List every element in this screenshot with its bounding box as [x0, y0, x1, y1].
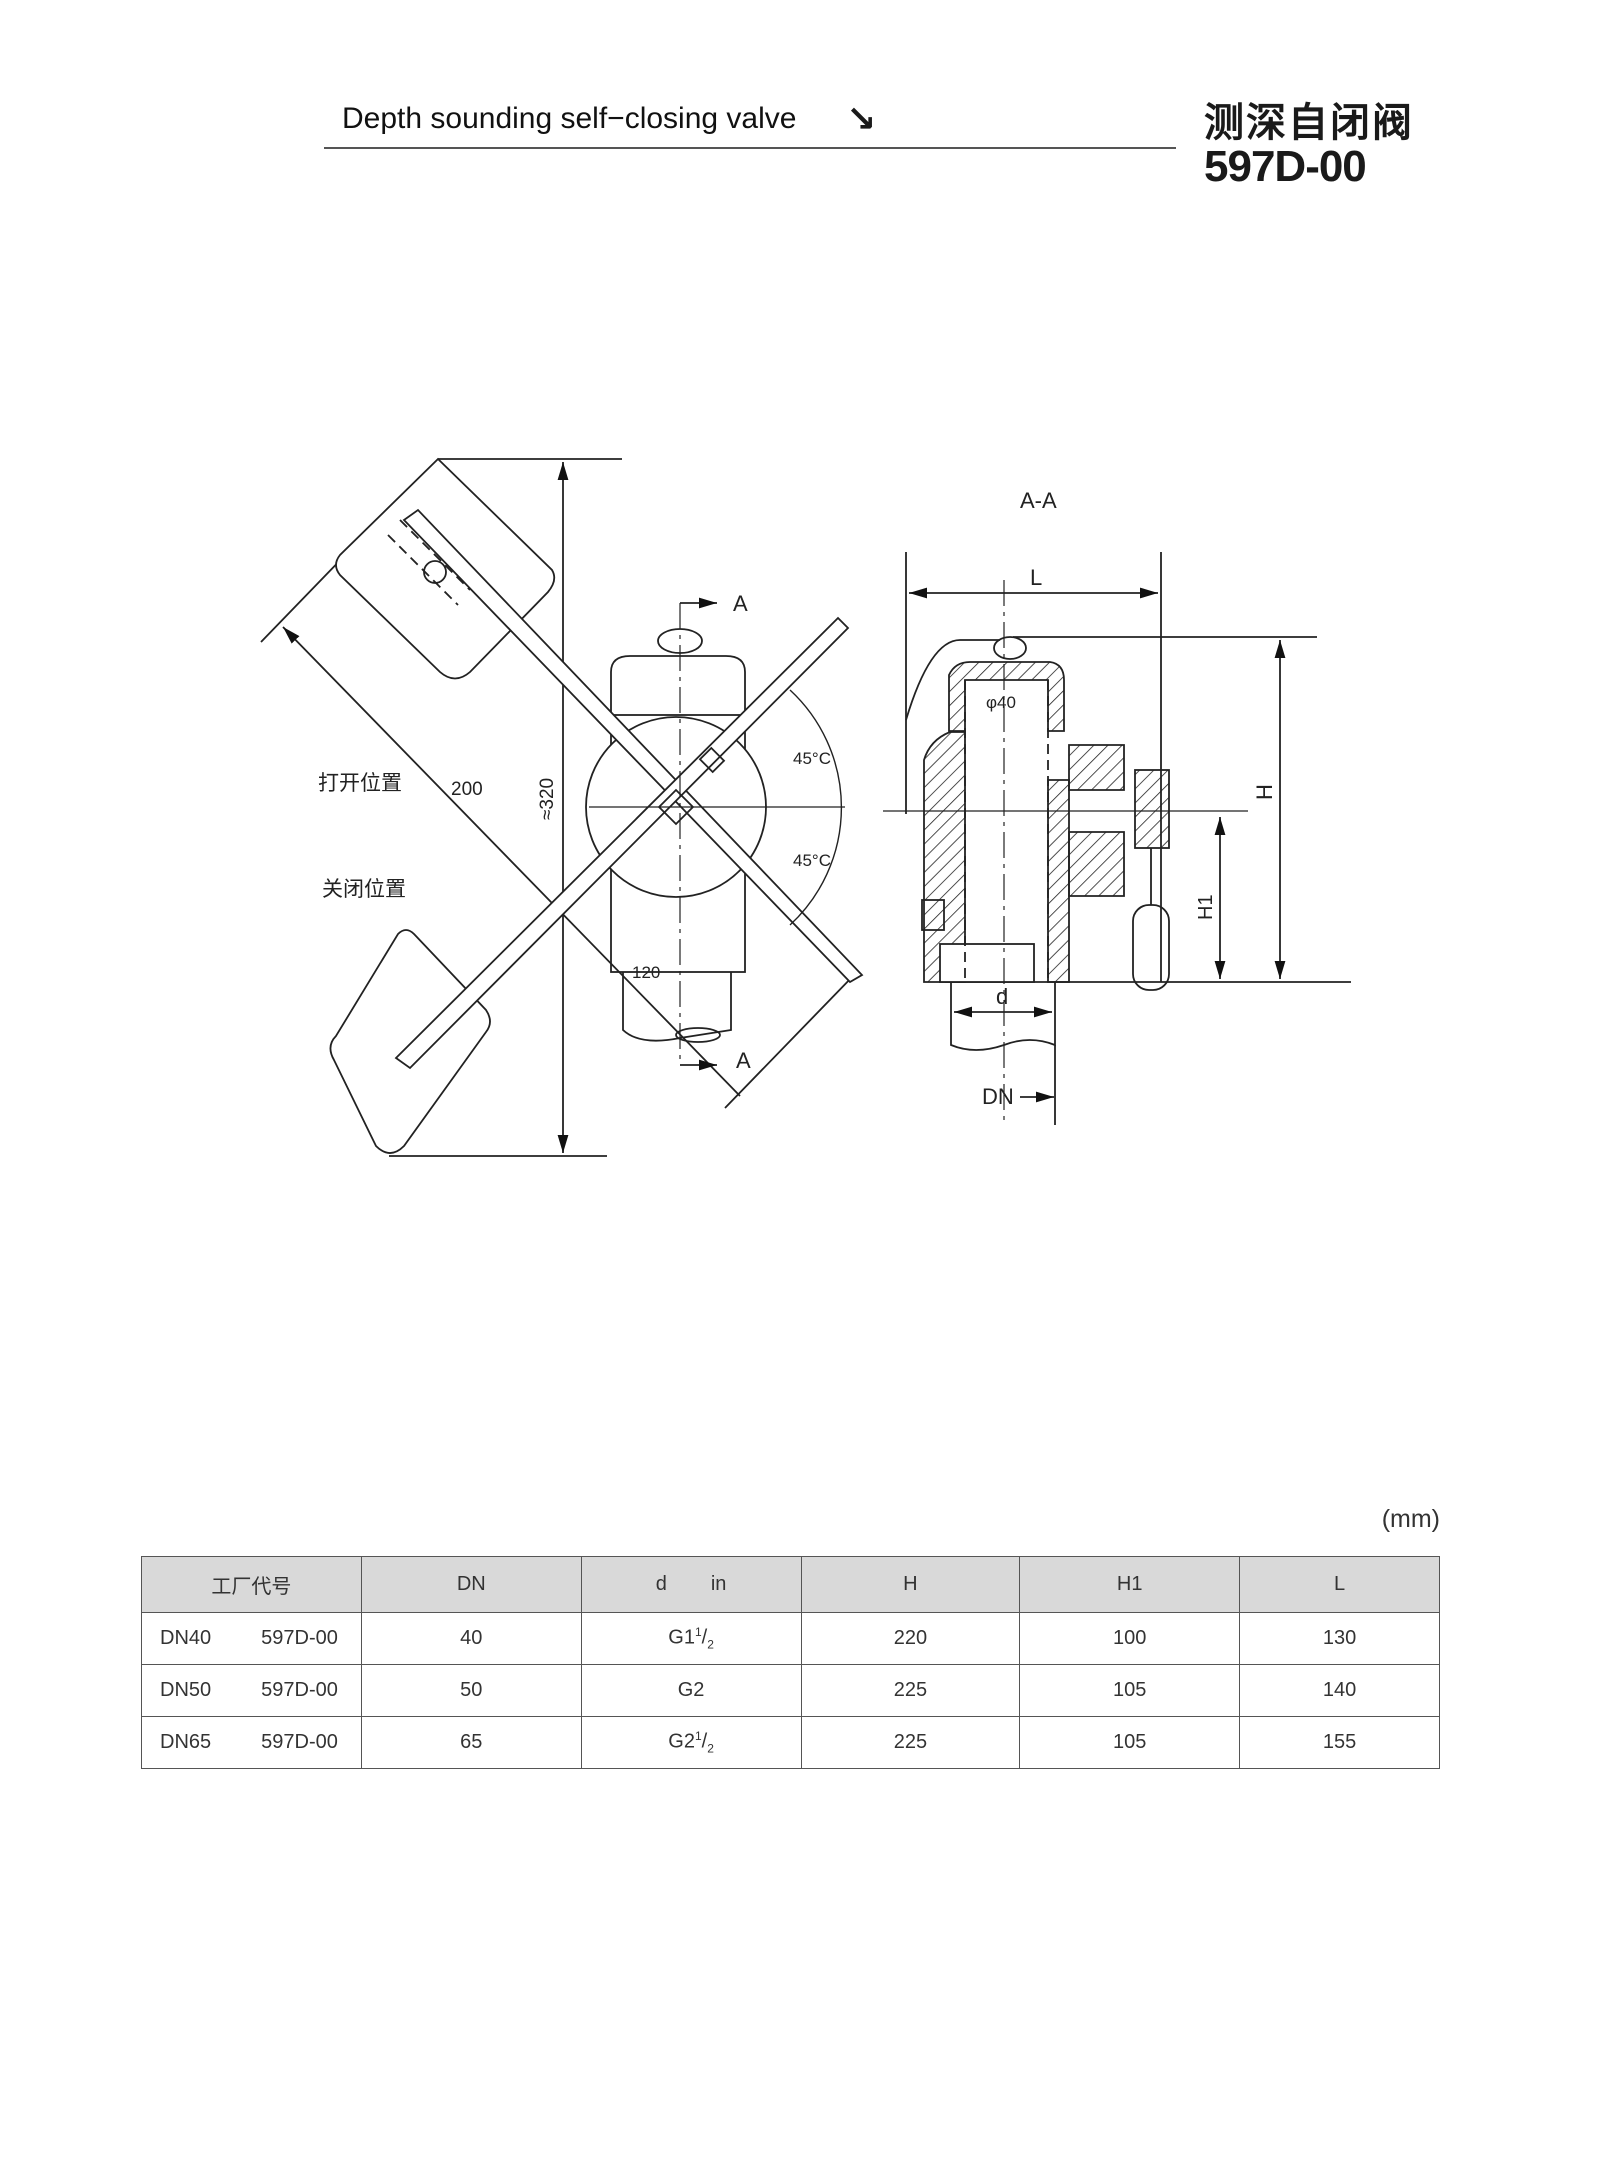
dim-200: 200 — [451, 779, 483, 800]
cell-d: G21/2 — [580, 1716, 802, 1769]
section-view — [883, 552, 1351, 1125]
title-english: Depth sounding self−closing valve — [342, 102, 797, 135]
angle-top: 45°C — [793, 749, 831, 768]
cell-dn: 50 — [360, 1664, 582, 1717]
header-h1: H1 — [1019, 1556, 1241, 1613]
angle-bottom: 45°C — [793, 851, 831, 870]
cell-dn: 40 — [360, 1612, 582, 1665]
header-dn: DN — [360, 1556, 582, 1613]
cell-l: 140 — [1239, 1664, 1440, 1717]
section-mark-bottom: A — [736, 1048, 751, 1073]
label-closed-position: 关闭位置 — [322, 878, 406, 901]
label-open-position: 打开位置 — [318, 772, 402, 795]
cell-d: G2 — [580, 1664, 802, 1717]
cell-h: 220 — [800, 1612, 1021, 1665]
header-d-in: d in — [580, 1556, 802, 1613]
dim-320: ≈320 — [537, 778, 558, 820]
cell-h: 225 — [800, 1664, 1021, 1717]
dim-H: H — [1252, 784, 1277, 800]
cell-h1: 105 — [1019, 1716, 1241, 1769]
table-header-row: 工厂代号 DN d in H H1 L — [141, 1556, 1440, 1613]
dim-DN: DN — [982, 1084, 1014, 1109]
cell-d: G11/2 — [580, 1612, 802, 1665]
section-mark-top: A — [733, 591, 748, 616]
cell-l: 155 — [1239, 1716, 1440, 1769]
dim-H1: H1 — [1195, 894, 1217, 920]
header-l: L — [1239, 1556, 1440, 1613]
dim-phi40: φ40 — [986, 693, 1016, 712]
header-divider — [324, 147, 1176, 149]
dim-120: 120 — [632, 963, 660, 982]
dim-d: d — [996, 984, 1008, 1009]
header-d: d — [655, 1573, 667, 1595]
dim-L: L — [1030, 565, 1042, 590]
section-title: A-A — [1020, 488, 1057, 513]
front-view — [260, 457, 864, 1157]
cell-dn: 65 — [360, 1716, 582, 1769]
header-h: H — [800, 1556, 1021, 1613]
model-code: 597D-00 — [1204, 142, 1367, 191]
cell-l: 130 — [1239, 1612, 1440, 1665]
cell-h: 225 — [800, 1716, 1021, 1769]
header-factory-code: 工厂代号 — [141, 1556, 362, 1613]
header-in: in — [710, 1573, 727, 1595]
cell-h1: 100 — [1019, 1612, 1241, 1665]
title-chinese: 测深自闭阀 — [1204, 100, 1414, 146]
arrow-down-right-icon: ↘ — [846, 98, 877, 139]
cell-h1: 105 — [1019, 1664, 1241, 1717]
unit-label: (mm) — [1381, 1505, 1440, 1533]
